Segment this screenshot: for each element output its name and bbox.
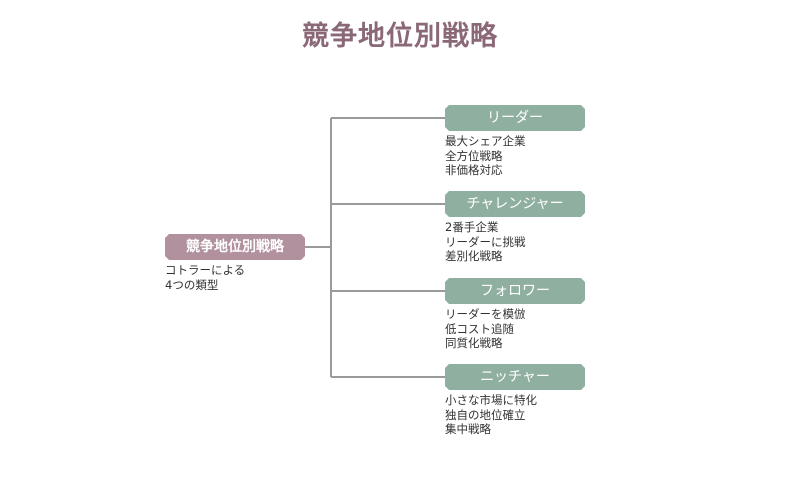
- root-description: コトラーによる 4つの類型: [165, 263, 245, 292]
- desc-line: 差別化戦略: [445, 249, 503, 263]
- desc-line: リーダーに挑戦: [445, 234, 526, 249]
- branch-description-challenger: 2番手企業 リーダーに挑戦 差別化戦略: [445, 220, 526, 264]
- desc-line: 集中戦略: [445, 422, 491, 436]
- branch-node-challenger: チャレンジャー: [445, 191, 585, 217]
- branch-description-leader: 最大シェア企業 全方位戦略 非価格対応: [445, 134, 526, 178]
- desc-line: 2番手企業: [445, 220, 499, 234]
- desc-line: 全方位戦略: [445, 148, 503, 163]
- desc-line: 低コスト追随: [445, 321, 514, 336]
- root-node: 競争地位別戦略: [165, 234, 305, 260]
- branch-node-nicher: ニッチャー: [445, 364, 585, 390]
- desc-line: 最大シェア企業: [445, 134, 526, 148]
- branch-node-leader: リーダー: [445, 105, 585, 131]
- branch-node-follower: フォロワー: [445, 278, 585, 304]
- branch-description-nicher: 小さな市場に特化 独自の地位確立 集中戦略: [445, 393, 537, 437]
- branch-description-follower: リーダーを模倣 低コスト追随 同質化戦略: [445, 307, 526, 351]
- root-desc-line: 4つの類型: [165, 277, 219, 292]
- desc-line: 同質化戦略: [445, 336, 503, 350]
- desc-line: 小さな市場に特化: [445, 393, 537, 407]
- diagram-title: 競争地位別戦略: [302, 21, 498, 52]
- desc-line: リーダーを模倣: [445, 307, 526, 321]
- desc-line: 非価格対応: [445, 163, 503, 177]
- root-desc-line: コトラーによる: [165, 263, 246, 277]
- desc-line: 独自の地位確立: [445, 407, 526, 422]
